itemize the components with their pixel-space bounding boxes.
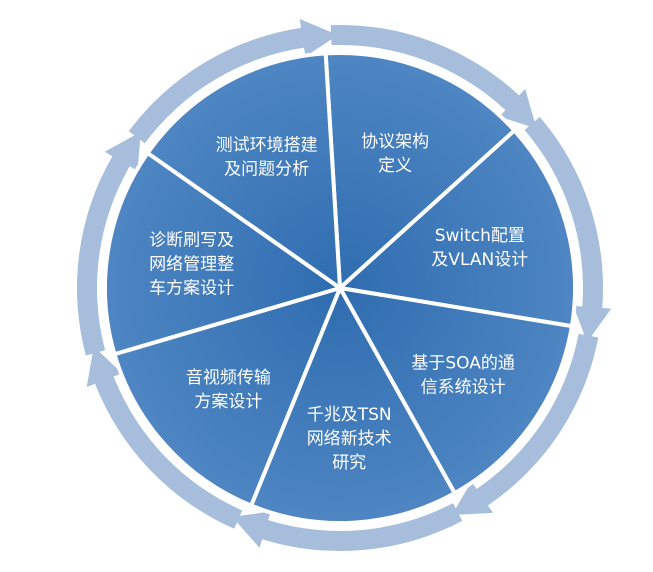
wedge-av [112, 284, 344, 509]
segment-label-line: 方案设计 [194, 392, 262, 412]
segment-label-tsn: 千兆及TSN 网络新技术研究 [307, 405, 392, 473]
wedge-diag [103, 150, 345, 357]
segment-label-line: 诊断刷写及 [149, 231, 234, 251]
cycle-wedges [103, 51, 577, 525]
wedge-soa [336, 285, 575, 496]
segment-label-line: 音视频传输 [186, 368, 271, 388]
cycle-arrow-test [128, 18, 338, 144]
segment-label-line: 定义 [378, 156, 412, 176]
wedge-protocol [323, 51, 518, 293]
wedge-tsn [248, 283, 458, 525]
segment-label-line: 网络新技术 [307, 429, 392, 449]
segment-label-diag: 诊断刷写及网络管理整车方案设计 [149, 231, 234, 299]
segment-label-soa: 基于SOA的通信系统设计 [411, 353, 515, 397]
segment-label-line: 千兆及TSN [307, 405, 392, 425]
segment-label-line: 网络管理整 [149, 255, 234, 275]
segment-label-switch: Switch配置及VLAN设计 [431, 226, 528, 270]
segment-label-line: 及问题分析 [224, 160, 309, 180]
cycle-arrow-switch [524, 116, 612, 343]
segment-label-line: Switch配置 [435, 226, 525, 246]
cycle-arrow-tsn [232, 503, 463, 552]
segment-label-line: 基于SOA的通 [411, 353, 515, 373]
segment-label-protocol: 协议架构定义 [361, 132, 429, 176]
cycle-arrows [76, 18, 612, 552]
wedge-test [144, 51, 343, 293]
cycle-arrow-soa [451, 333, 599, 515]
segment-label-line: 协议架构 [361, 132, 429, 152]
segment-label-line: 及VLAN设计 [431, 250, 528, 270]
segment-label-line: 研究 [332, 453, 366, 473]
segment-label-test: 测试环境搭建及问题分析 [216, 136, 318, 180]
segment-label-av: 音视频传输方案设计 [186, 368, 271, 412]
segment-label-line: 信系统设计 [421, 377, 506, 397]
segment-label-line: 车方案设计 [149, 279, 234, 299]
cycle-arrow-diag [76, 131, 141, 356]
cycle-arrow-av [86, 346, 243, 529]
wedge-switch [335, 127, 577, 329]
cycle-arrow-protocol [330, 24, 537, 129]
segment-label-line: 测试环境搭建 [216, 136, 318, 156]
